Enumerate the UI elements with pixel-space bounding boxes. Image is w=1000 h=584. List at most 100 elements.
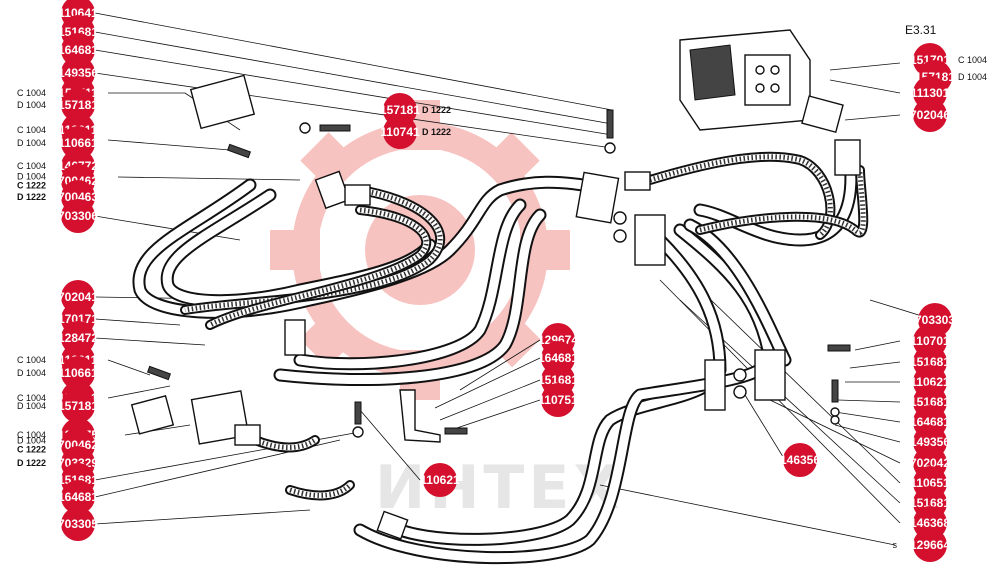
reference-code: E3.31 (905, 23, 937, 37)
right-lower-block (754, 349, 786, 401)
hose-coupling-lower (234, 424, 261, 446)
part-badge-left-24[interactable]: 703305 (58, 507, 98, 541)
part-badge-center-4-number: 151681 (538, 373, 578, 387)
left-side-label-5-0: D 1004 (17, 100, 46, 110)
left-side-label-18-0: D 1004 (17, 401, 46, 411)
screw-center (606, 109, 614, 139)
part-badge-right-13-number: 151681 (910, 496, 950, 510)
left-side-label-19-0: C 1004 (17, 430, 46, 440)
left-side-label-15-0: C 1004 (17, 355, 46, 365)
center-right-block (634, 214, 666, 266)
screw-right-vertical (831, 379, 839, 403)
part-badge-center-6[interactable]: 110621 (420, 463, 460, 497)
part-badge-left-7-number: 110661 (58, 136, 98, 150)
part-badge-right-9-number: 164681 (910, 415, 950, 429)
part-badge-center-3-number: 164681 (538, 351, 578, 365)
washer-left-top (299, 122, 311, 134)
left-lower-fitting (130, 394, 175, 435)
left-side-label-6-0: C 1004 (17, 125, 46, 135)
part-badge-right-15-circle (913, 528, 947, 562)
part-badge-right-11-number: 702042 (910, 456, 950, 470)
valve-flange (801, 95, 844, 134)
part-badge-left-20-number: 700462 (58, 438, 98, 452)
part-badge-left-3-number: 149356 (58, 66, 98, 80)
part-badge-right-5-number: 110701 (910, 334, 950, 348)
part-badge-center-5-number: 110751 (538, 393, 578, 407)
part-badge-left-16[interactable]: 110661 (58, 356, 98, 390)
left-side-label-8-0: C 1004 (17, 161, 46, 171)
part-badge-center-0-number: 157181 (380, 103, 420, 117)
part-badge-center-6-number: 110621 (420, 473, 460, 487)
left-side-label-9-0: D 1004 (17, 172, 46, 182)
seal-ring-center-2 (613, 229, 627, 243)
part-badge-right-3[interactable]: 702046 (910, 98, 950, 132)
part-badge-center-7-number: 146356 (780, 453, 820, 467)
left-side-label-16-0: D 1004 (17, 368, 46, 378)
part-badge-right-14-number: 146368 (910, 516, 950, 530)
center-ref-label-0: D 1222 (422, 105, 451, 115)
part-badge-left-5[interactable]: 157181 (58, 88, 98, 122)
washer-center (604, 142, 616, 154)
seal-ring-center (613, 211, 627, 225)
part-badge-center-7[interactable]: 146356 (780, 443, 820, 477)
part-badge-right-8-number: 151681 (910, 395, 950, 409)
part-badge-left-16-circle (61, 356, 95, 390)
part-badge-left-5-circle (61, 88, 95, 122)
hardware-parts (130, 29, 861, 540)
part-badge-center-6-circle (423, 463, 457, 497)
part-badge-right-4-number: 703303 (915, 313, 955, 327)
screw-right (827, 344, 851, 352)
part-badge-right-10-number: 149356 (910, 435, 950, 449)
left-side-label-21-0: D 1222 (17, 458, 46, 468)
part-badge-left-23-number: 164681 (58, 490, 98, 504)
part-badge-right-12-number: 110651 (910, 476, 950, 490)
screw-left-lower (146, 365, 172, 381)
seal-ring-right-2 (733, 385, 747, 399)
washer-right (830, 407, 840, 417)
screw-left (226, 143, 252, 159)
pipe-nut-bottom (376, 510, 409, 540)
part-badge-left-11[interactable]: 703306 (58, 199, 98, 233)
part-badge-left-16-number: 110661 (58, 366, 98, 380)
part-badge-center-1-number: 110741 (380, 125, 420, 139)
part-badge-left-18-number: 157181 (58, 399, 98, 413)
part-badge-center-5[interactable]: 110751 (538, 383, 578, 417)
part-badge-center-5-circle (541, 383, 575, 417)
part-badge-right-2-number: 111301 (911, 86, 950, 100)
left-side-label-17-0: C 1004 (17, 393, 46, 403)
part-badge-center-1[interactable]: 110741 (380, 115, 420, 149)
elbow-fitting-left (314, 170, 351, 210)
part-badge-right-15-number: 129664 (910, 538, 950, 552)
part-badge-left-11-circle (61, 199, 95, 233)
left-bracket (284, 319, 306, 356)
right-bracket (704, 359, 726, 411)
part-badge-center-7-circle (783, 443, 817, 477)
left-top-block (189, 74, 256, 130)
part-badge-left-0-number: 110641 (58, 6, 98, 20)
part-badge-right-15[interactable]: 129664 (910, 528, 950, 562)
part-badge-left-18-circle (61, 389, 95, 423)
part-badge-right-3-number: 702046 (910, 108, 950, 122)
right-side-label-15-0: s (893, 540, 898, 550)
part-badge-left-23[interactable]: 164681 (58, 480, 98, 514)
right-side-label-0-0: C 1004 (958, 55, 987, 65)
control-valve-block (679, 29, 811, 131)
part-badge-left-11-number: 703306 (58, 209, 98, 223)
center-tee-block (575, 171, 620, 224)
washer-lower (352, 426, 364, 438)
part-badge-left-13-number: 170171 (58, 312, 98, 326)
left-side-label-20-0: D 1004 (17, 436, 46, 446)
screw-lower (354, 401, 362, 425)
part-badge-right-7-number: 110621 (910, 375, 950, 389)
left-side-label-7-0: D 1004 (17, 138, 46, 148)
flexible-hoses (180, 151, 869, 501)
screw-bracket (444, 427, 468, 435)
part-badge-right-6-number: 151681 (910, 355, 950, 369)
hose-coupling-valve (834, 139, 861, 176)
part-badge-left-18[interactable]: 157181 (58, 389, 98, 423)
part-badge-left-2-number: 164681 (58, 43, 98, 57)
right-side-label-1-0: D 1004 (958, 72, 987, 82)
part-badge-left-10-number: 700463 (58, 190, 98, 204)
